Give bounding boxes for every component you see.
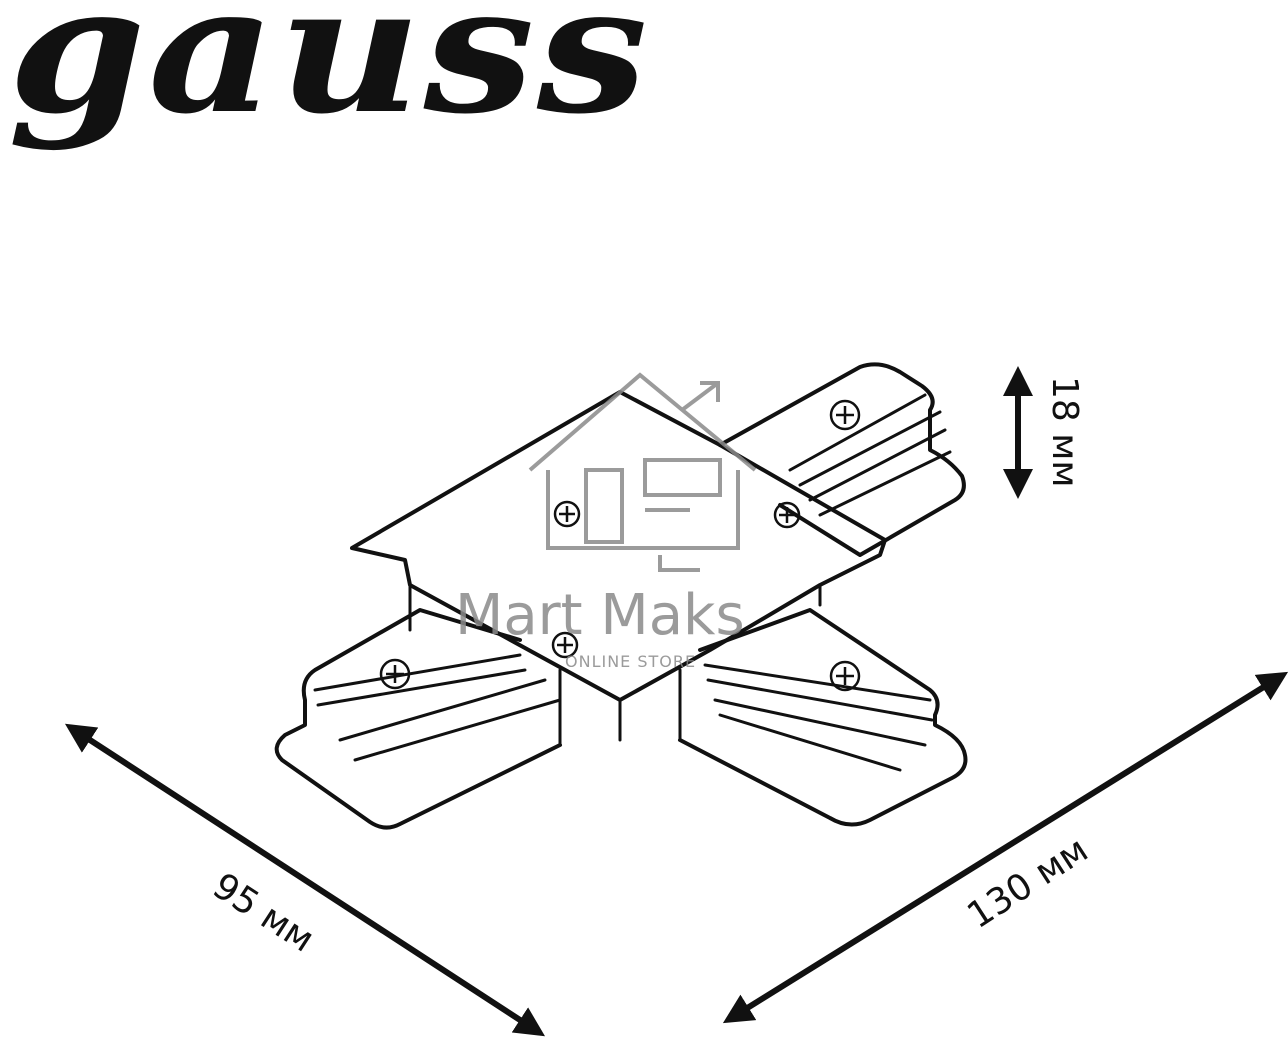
height-dimension-label: 18 мм — [1044, 376, 1085, 488]
screw-center-right — [773, 501, 801, 529]
arm-front-right-rails — [703, 663, 934, 772]
arm-front-left-rails — [313, 653, 562, 762]
screw-back-right — [829, 399, 861, 431]
screw-center-front — [551, 631, 579, 659]
watermark-title: Mart Maks — [455, 583, 745, 648]
dimension-lines — [64, 366, 1288, 1037]
length-dimension-arrow — [722, 671, 1288, 1024]
brand-logo: gauss — [8, 0, 651, 153]
watermark-subtitle: ONLINE STORE — [565, 652, 697, 671]
screw-front-left — [379, 658, 411, 690]
center-plate-side — [408, 583, 822, 747]
watermark-icon — [528, 372, 757, 572]
arm-back-right-rails — [788, 393, 952, 517]
screw-center-left — [553, 500, 581, 528]
arm-back-right — [718, 362, 966, 557]
width-dimension-arrow — [64, 723, 546, 1037]
